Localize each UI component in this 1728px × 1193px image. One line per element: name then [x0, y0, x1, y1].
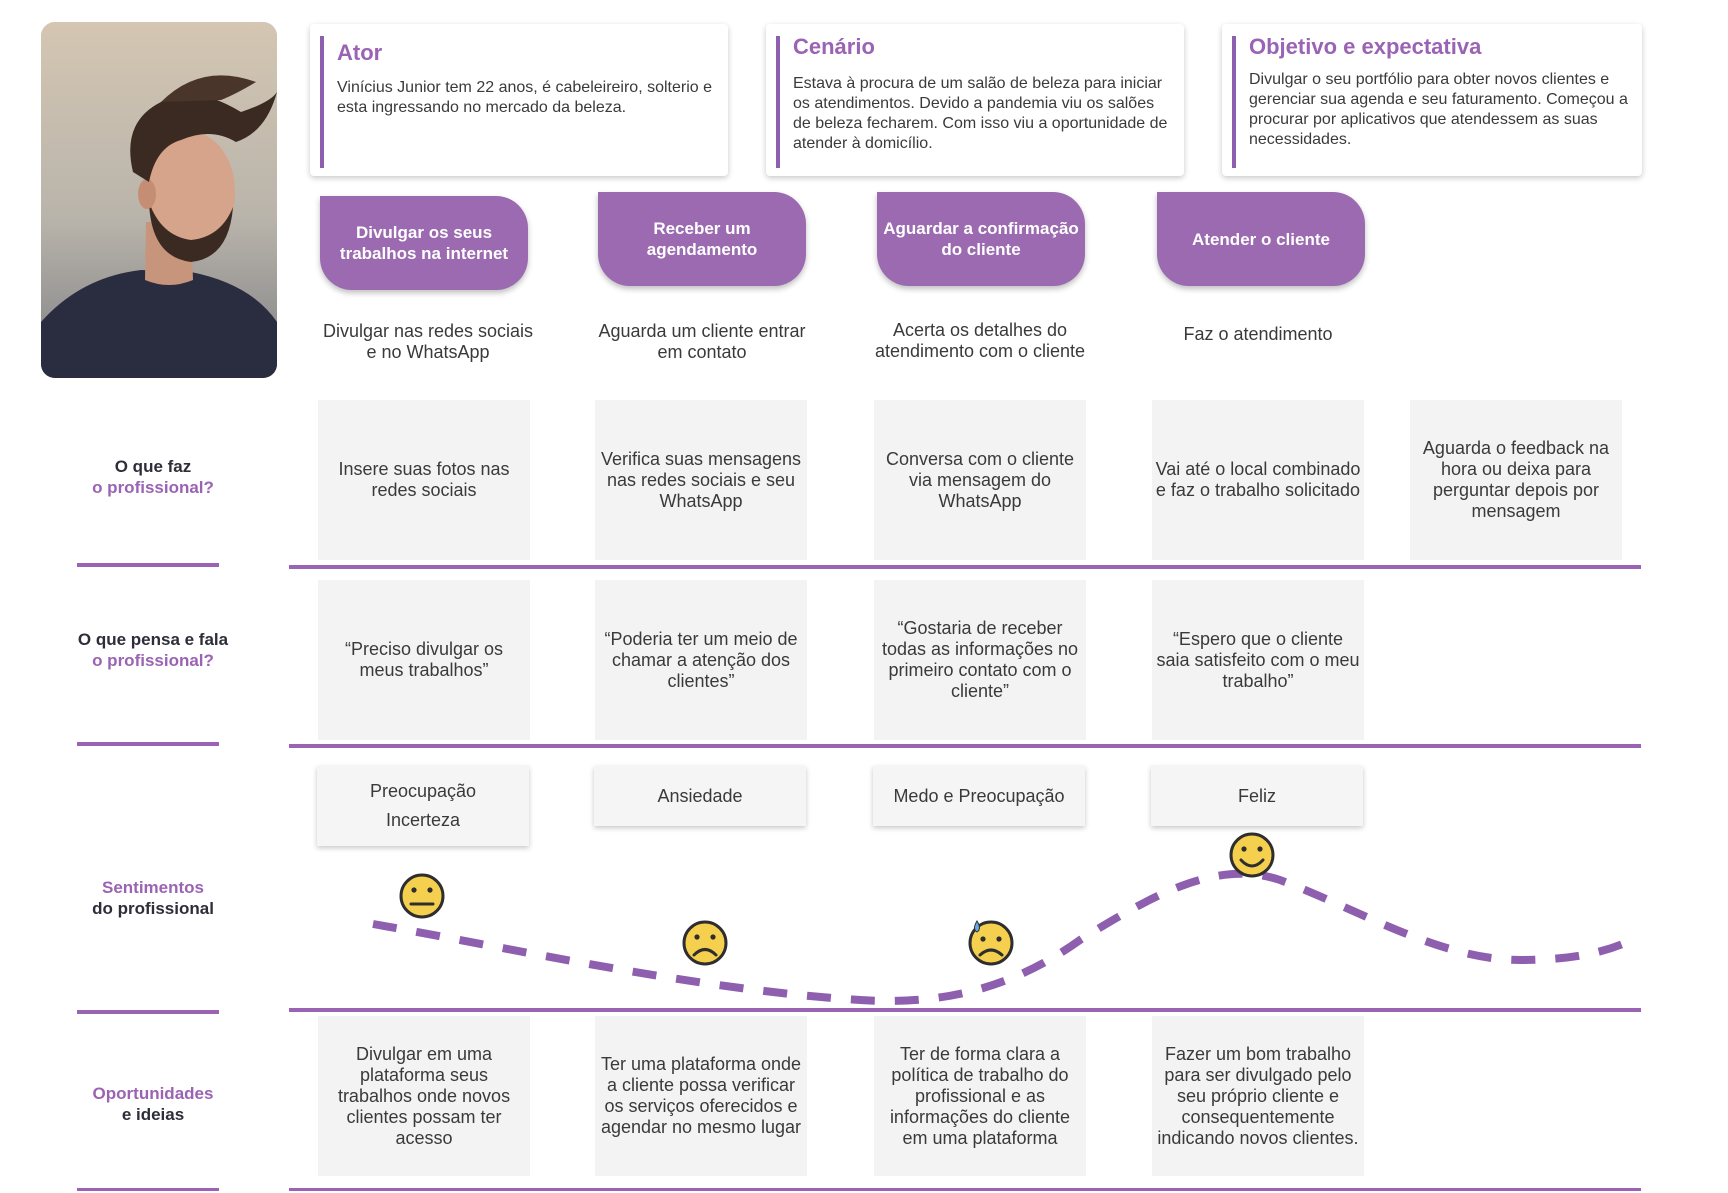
step-3-desc: Acerta os detalhes do atendimento com o …	[874, 320, 1086, 361]
row-divider	[289, 565, 1641, 569]
thinks-cell-2: “Poderia ter um meio de chamar a atenção…	[595, 580, 807, 740]
feeling-card-1-line2: Incerteza	[385, 810, 461, 830]
does-cell-4: Vai até o local combinado e faz o trabal…	[1152, 400, 1364, 560]
row-label-opportunities-line2: e ideias	[121, 1105, 185, 1124]
does-cell-3: Conversa com o cliente via mensagem do W…	[874, 400, 1086, 560]
step-3-label: Aguardar a confirmação do cliente	[877, 192, 1085, 286]
row-label-does-line2: o profissional?	[92, 478, 214, 497]
row-divider	[289, 1188, 1641, 1191]
thinks-cell-1: “Preciso divulgar os meus trabalhos”	[318, 580, 530, 740]
thinks-cell-3: “Gostaria de receber todas as informaçõe…	[874, 580, 1086, 740]
step-1-desc: Divulgar nas redes sociais e no WhatsApp	[322, 321, 534, 362]
step-4-label: Atender o cliente	[1157, 192, 1365, 286]
row-label-opportunities: Oportunidades e ideias	[58, 1083, 248, 1125]
feeling-card-4-line1: Feliz	[1237, 785, 1276, 806]
does-cell-2: Verifica suas mensagens nas redes sociai…	[595, 400, 807, 560]
scenario-card: Cenário Estava à procura de um salão de …	[766, 24, 1184, 176]
row-label-opportunities-line1: Oportunidades	[92, 1084, 214, 1103]
step-2-desc: Aguarda um cliente entrar em contato	[598, 321, 806, 362]
row-label-thinks: O que pensa e fala o profissional?	[58, 629, 248, 671]
does-cell-5: Aguarda o feedback na hora ou deixa para…	[1410, 400, 1622, 560]
step-2-label: Receber um agendamento	[598, 192, 806, 286]
goal-card: Objetivo e expectativa Divulgar o seu po…	[1222, 24, 1642, 176]
actor-text: Vinícius Junior tem 22 anos, é cabeleire…	[337, 79, 713, 116]
scenario-text: Estava à procura de um salão de beleza p…	[793, 75, 1168, 152]
feeling-card-4: Feliz	[1151, 766, 1363, 826]
row-divider-short	[77, 563, 219, 567]
opportunity-cell-1: Divulgar em uma plataforma seus trabalho…	[318, 1016, 530, 1176]
feeling-card-1: Preocupação Incerteza	[317, 766, 529, 846]
goal-text: Divulgar o seu portfólio para obter novo…	[1249, 71, 1628, 148]
row-divider	[289, 1008, 1641, 1012]
row-divider-short	[77, 1010, 219, 1014]
feeling-card-3-line1: Medo e Preocupação	[893, 785, 1065, 806]
actor-card-accent	[320, 36, 324, 168]
row-divider-short	[77, 742, 219, 746]
feeling-card-2-line1: Ansiedade	[657, 785, 743, 806]
opportunity-cell-4: Fazer um bom trabalho para ser divulgado…	[1152, 1016, 1364, 1176]
row-label-does: O que faz o profissional?	[58, 456, 248, 498]
actor-card: Ator Vinícius Junior tem 22 anos, é cabe…	[310, 24, 728, 176]
step-4-desc: Faz o atendimento	[1183, 323, 1333, 344]
happy-face-icon	[1229, 832, 1275, 878]
row-label-feelings-line2: do profissional	[92, 899, 214, 918]
sad-face-icon	[682, 920, 728, 966]
actor-photo	[41, 22, 277, 378]
actor-title: Ator	[337, 40, 383, 65]
row-divider-short	[77, 1188, 219, 1191]
opportunity-cell-2: Ter uma plataforma onde a cliente possa …	[595, 1016, 807, 1176]
thinks-cell-4: “Espero que o cliente saia satisfeito co…	[1152, 580, 1364, 740]
goal-card-accent	[1232, 36, 1236, 168]
feeling-card-2: Ansiedade	[594, 766, 806, 826]
anxious-sweat-face-icon	[968, 920, 1014, 966]
scenario-card-accent	[776, 36, 780, 168]
opportunity-cell-3: Ter de forma clara a política de trabalh…	[874, 1016, 1086, 1176]
row-label-feelings: Sentimentos do profissional	[58, 877, 248, 919]
feeling-card-1-line1: Preocupação	[369, 781, 477, 801]
goal-title: Objetivo e expectativa	[1249, 34, 1482, 59]
scenario-title: Cenário	[793, 34, 875, 59]
row-label-feelings-line1: Sentimentos	[101, 878, 205, 897]
row-divider	[289, 744, 1641, 748]
feeling-card-3: Medo e Preocupação	[873, 766, 1085, 826]
emotion-curve	[372, 869, 1634, 1005]
neutral-face-icon	[399, 873, 445, 919]
step-1-label: Divulgar os seus trabalhos na internet	[320, 196, 528, 290]
row-label-does-line1: O que faz	[114, 457, 192, 476]
does-cell-1: Insere suas fotos nas redes sociais	[318, 400, 530, 560]
row-label-thinks-line1: O que pensa e fala	[77, 630, 229, 649]
row-label-thinks-line2: o profissional?	[92, 651, 214, 670]
